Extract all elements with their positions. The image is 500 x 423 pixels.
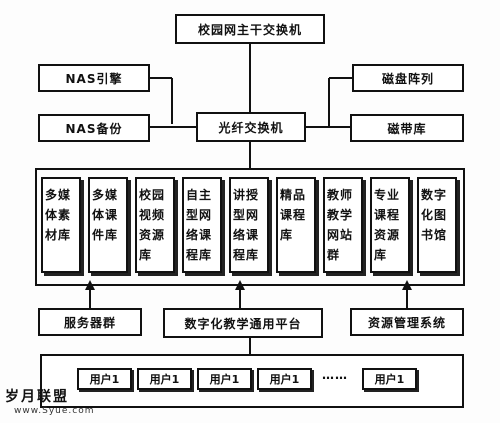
- watermark-url: www.Syue.com: [14, 406, 95, 416]
- nas-engine-box: NAS引擎: [38, 64, 150, 92]
- nas-backup-box: NAS备份: [38, 114, 150, 142]
- library-label: 校园视频资源库: [139, 188, 166, 262]
- platform-box: 数字化教学通用平台: [163, 308, 323, 338]
- library-label: 数字化图书馆: [421, 188, 448, 242]
- library-label: 讲授型网络课程库: [233, 188, 260, 262]
- server-group-box: 服务器群: [38, 308, 142, 336]
- disk-array-box: 磁盘阵列: [352, 64, 464, 92]
- library-card: 专业课程资源库: [370, 177, 410, 273]
- library-label: 自主型网络课程库: [186, 188, 213, 262]
- library-label: 多媒体课件库: [92, 188, 119, 242]
- resource-system-box: 资源管理系统: [350, 308, 464, 336]
- user-node: 用户1: [257, 368, 312, 390]
- library-label: 多媒体素材库: [45, 188, 72, 242]
- library-label: 精品课程库: [280, 188, 307, 242]
- user-node: 用户1: [77, 368, 132, 390]
- library-card: 教师教学网站群: [323, 177, 363, 273]
- core-switch-box: 校园网主干交换机: [175, 14, 325, 44]
- library-card: 精品课程库: [276, 177, 316, 273]
- user-node: 用户1: [362, 368, 417, 390]
- user-node: 用户1: [137, 368, 192, 390]
- library-label: 专业课程资源库: [374, 188, 401, 262]
- library-card: 校园视频资源库: [135, 177, 175, 273]
- fiber-switch-box: 光纤交换机: [196, 112, 306, 142]
- tape-library-box: 磁带库: [350, 114, 464, 142]
- library-card: 自主型网络课程库: [182, 177, 222, 273]
- library-card: 多媒体课件库: [88, 177, 128, 273]
- library-card: 多媒体素材库: [41, 177, 81, 273]
- library-card: 数字化图书馆: [417, 177, 457, 273]
- user-node: 用户1: [197, 368, 252, 390]
- users-ellipsis: ……: [322, 368, 348, 382]
- watermark-text: 岁月联盟: [5, 389, 69, 405]
- library-label: 教师教学网站群: [327, 188, 354, 262]
- library-card: 讲授型网络课程库: [229, 177, 269, 273]
- resource-library-panel: [35, 168, 465, 286]
